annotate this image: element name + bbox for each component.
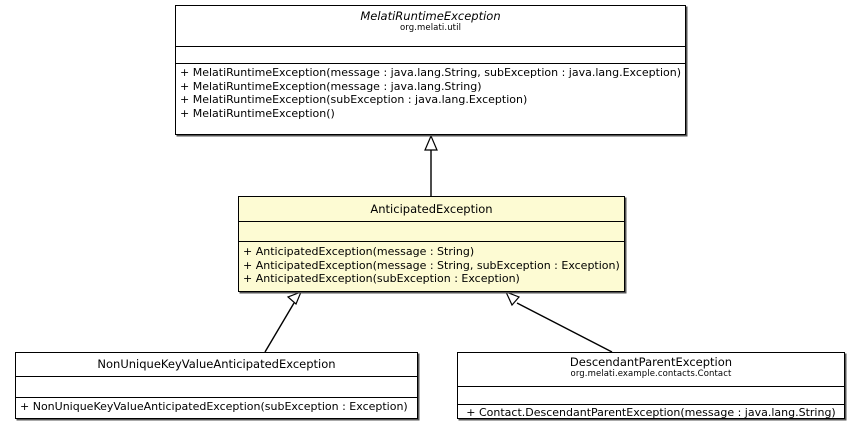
class-header-descendant-parent-exception: DescendantParentException org.melati.exa…	[458, 353, 844, 387]
class-attributes-melati-runtime-exception	[176, 47, 685, 64]
method-row: + NonUniqueKeyValueAnticipatedException(…	[20, 400, 408, 413]
class-header-melati-runtime-exception: MelatiRuntimeException org.melati.util	[176, 6, 685, 47]
method-row: + Contact.DescendantParentException(mess…	[466, 406, 836, 419]
class-name-melati-runtime-exception: MelatiRuntimeException	[360, 9, 501, 23]
class-name-non-unique-key-value-anticipated-exception: NonUniqueKeyValueAnticipatedException	[97, 357, 336, 371]
class-package-descendant-parent-exception: org.melati.example.contacts.Contact	[570, 369, 732, 379]
generalization-nonuniquekeyvalue-to-anticipated	[264, 290, 303, 353]
method-row: + AnticipatedException(message : String,…	[243, 258, 620, 272]
class-package-melati-runtime-exception: org.melati.util	[399, 23, 462, 33]
class-attributes-anticipated-exception	[239, 222, 624, 242]
class-methods-melati-runtime-exception: + MelatiRuntimeException(message : java.…	[176, 64, 685, 122]
class-box-anticipated-exception[interactable]: AnticipatedException + AnticipatedExcept…	[238, 196, 625, 292]
method-row: + MelatiRuntimeException(message : java.…	[180, 79, 482, 93]
class-header-non-unique-key-value-anticipated-exception: NonUniqueKeyValueAnticipatedException	[16, 353, 417, 377]
class-methods-descendant-parent-exception: + Contact.DescendantParentException(mess…	[458, 405, 844, 422]
method-row: + MelatiRuntimeException(message : java.…	[180, 66, 681, 79]
method-row: + AnticipatedException(subException : Ex…	[243, 272, 520, 285]
class-name-descendant-parent-exception: DescendantParentException	[569, 355, 733, 369]
class-methods-anticipated-exception: + AnticipatedException(message : String)…	[239, 242, 624, 288]
method-row: + MelatiRuntimeException(subException : …	[180, 93, 528, 106]
class-box-non-unique-key-value-anticipated-exception[interactable]: NonUniqueKeyValueAnticipatedException + …	[15, 352, 418, 419]
class-header-anticipated-exception: AnticipatedException	[239, 197, 624, 222]
class-box-melati-runtime-exception[interactable]: MelatiRuntimeException org.melati.util +…	[175, 5, 686, 135]
class-methods-non-unique-key-value-anticipated-exception: + NonUniqueKeyValueAnticipatedException(…	[16, 398, 417, 416]
method-row: + MelatiRuntimeException()	[180, 106, 335, 120]
generalization-anticipated-to-melatiruntime	[424, 134, 438, 196]
class-box-descendant-parent-exception[interactable]: DescendantParentException org.melati.exa…	[457, 352, 845, 419]
class-name-anticipated-exception: AnticipatedException	[370, 202, 493, 216]
class-attributes-non-unique-key-value-anticipated-exception	[16, 377, 417, 398]
generalization-descendantparent-to-anticipated	[504, 290, 613, 353]
class-attributes-descendant-parent-exception	[458, 387, 844, 405]
method-row: + AnticipatedException(message : String)	[243, 245, 475, 258]
